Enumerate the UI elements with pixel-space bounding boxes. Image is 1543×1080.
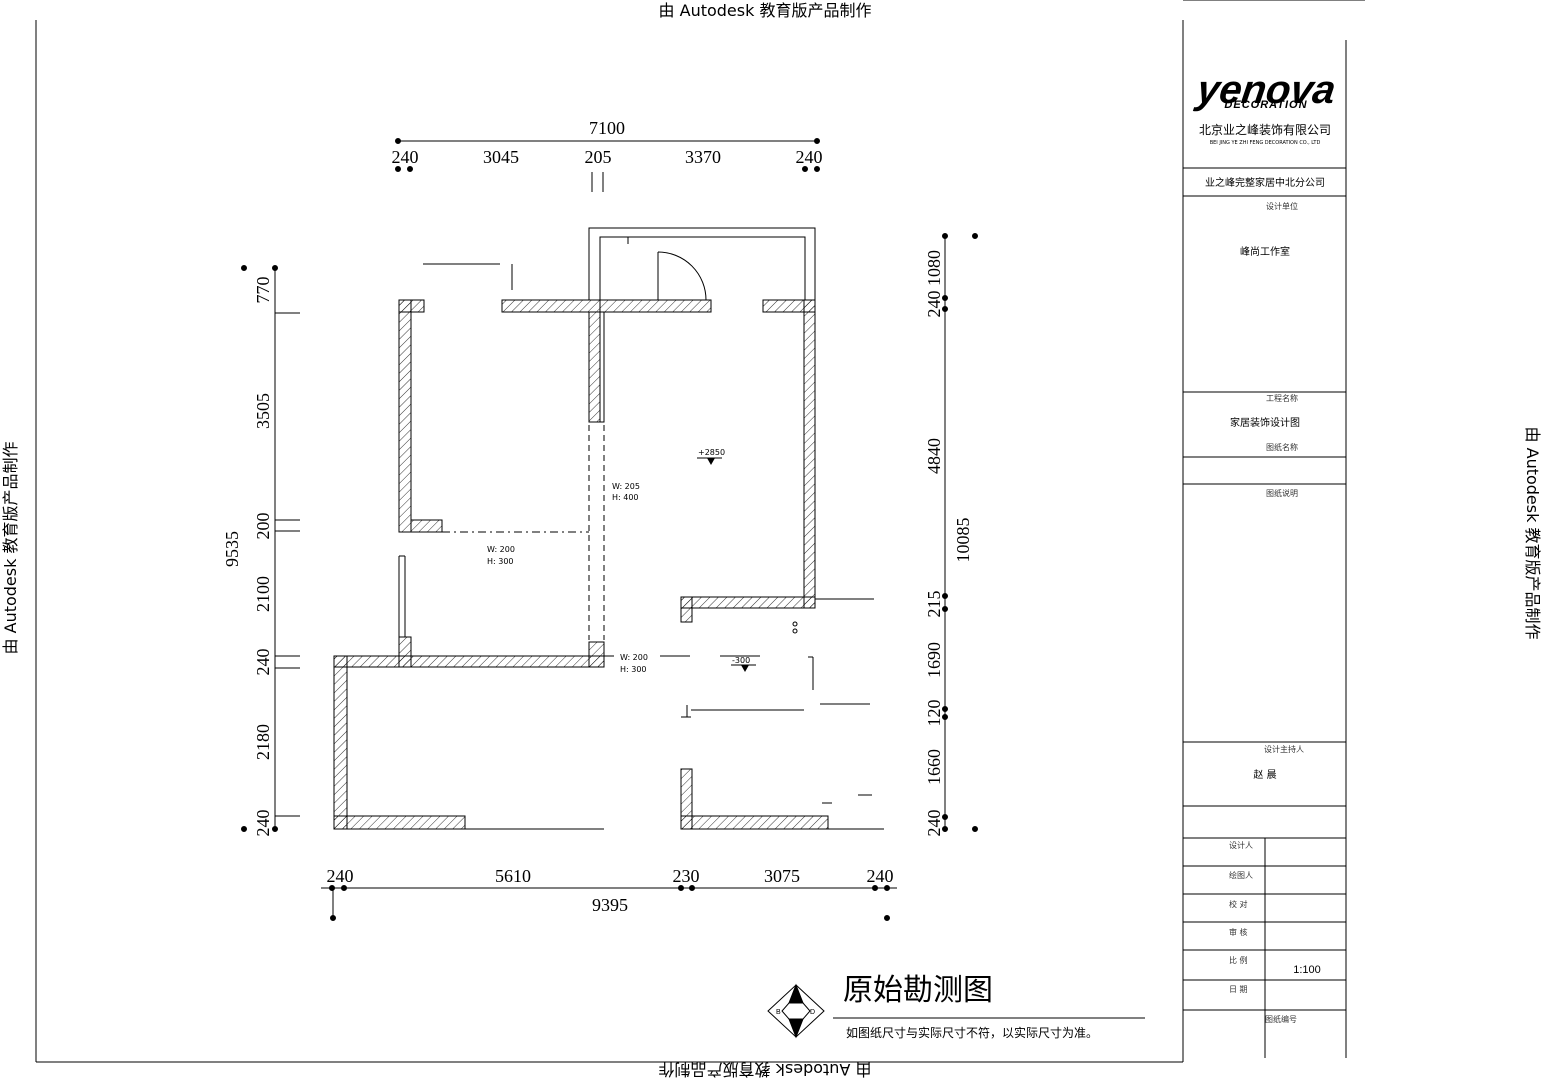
compass-icon (767, 983, 825, 1039)
right-total-dimension: 10085 (953, 518, 973, 563)
watermark-left: 由 Autodesk 教育版产品制作 (1, 442, 20, 655)
compass-a: A (794, 993, 799, 1000)
branch-name: 业之峰完整家居中北分公司 (1205, 176, 1325, 189)
project-label: 工程名称 (1266, 393, 1298, 403)
left-dim-1: 770 (253, 277, 273, 304)
left-total-dimension: 9535 (222, 531, 242, 567)
watermark-bottom: 由 Autodesk 教育版产品制作 (659, 1060, 872, 1079)
top-dim-3: 205 (585, 147, 612, 167)
right-dim-3: 4840 (924, 438, 944, 474)
top-dim-2: 3045 (483, 147, 519, 167)
bottom-dim-1: 240 (327, 866, 354, 886)
company-logo: yenova (1192, 67, 1338, 112)
top-dim-5: 240 (796, 147, 823, 167)
left-dim-2: 3505 (253, 393, 273, 429)
left-dim-3: 200 (253, 513, 273, 540)
opening-2-width: W: 200 (487, 545, 515, 554)
drawing-title-label: 图纸名称 (1266, 442, 1298, 452)
right-dimensions (942, 233, 978, 832)
drawing-title: 原始勘测图 (843, 973, 993, 1008)
level-high-label: +2850 (698, 448, 725, 457)
top-dimensions (395, 138, 820, 192)
row-scale: 比 例 (1229, 955, 1248, 965)
company-name: 北京业之峰装饰有限公司 (1199, 123, 1331, 137)
left-dim-6: 2180 (253, 724, 273, 760)
bottom-total-dimension: 9395 (592, 895, 628, 915)
opening-2-height: H: 300 (487, 557, 514, 566)
thin-lines (398, 227, 884, 830)
bottom-dim-5: 240 (867, 866, 894, 886)
walls (333, 299, 829, 830)
right-dim-5: 1690 (924, 642, 944, 678)
drawing-type: 家居装饰设计图 (1230, 416, 1300, 429)
title-block (1183, 40, 1347, 1058)
row-date: 日 期 (1229, 985, 1248, 994)
left-dim-5: 240 (253, 649, 273, 676)
watermark-top: 由 Autodesk 教育版产品制作 (659, 1, 872, 20)
row-drafter: 绘图人 (1229, 870, 1253, 880)
opening-1-width: W: 205 (612, 482, 640, 491)
bottom-dim-2: 5610 (495, 866, 531, 886)
designer-name: 赵 晨 (1253, 768, 1276, 781)
row-reviewer: 审 核 (1229, 927, 1248, 937)
right-dim-6: 120 (924, 700, 944, 727)
compass-d: D (810, 1009, 815, 1016)
right-dim-4: 215 (924, 591, 944, 618)
top-dim-4: 3370 (685, 147, 721, 167)
studio-label: 设计单位 (1266, 201, 1298, 211)
studio-name: 峰尚工作室 (1240, 245, 1290, 258)
level-markers: +2850 -300 (697, 448, 756, 672)
watermark-right: 由 Autodesk 教育版产品制作 (1523, 427, 1542, 640)
designer-label: 设计主持人 (1264, 744, 1304, 754)
compass-c: C (794, 1026, 799, 1033)
description-label: 图纸说明 (1266, 488, 1298, 498)
row-drawing-no: 图纸编号 (1265, 1014, 1297, 1024)
right-dim-7: 1660 (924, 749, 944, 785)
top-total-dimension: 7100 (589, 118, 625, 138)
top-dim-1: 240 (392, 147, 419, 167)
drawing-note: 如图纸尺寸与实际尺寸不符，以实际尺寸为准。 (846, 1025, 1098, 1040)
opening-1-height: H: 400 (612, 493, 639, 502)
row-designer: 设计人 (1229, 840, 1253, 850)
level-low-label: -300 (732, 656, 750, 665)
opening-3-width: W: 200 (620, 653, 648, 662)
left-dim-7: 240 (253, 810, 273, 837)
right-dim-8: 240 (924, 810, 944, 837)
bottom-dim-4: 3075 (764, 866, 800, 886)
bottom-dim-3: 230 (673, 866, 700, 886)
company-name-en: BEI JING YE ZHI FENG DECORATION CO., LTD (1210, 140, 1321, 146)
opening-annotations: W: 205 H: 400 W: 200 H: 300 W: 200 H: 30… (487, 482, 648, 674)
bottom-dimensions (321, 885, 897, 921)
company-logo-sub: DECORATION (1224, 99, 1307, 111)
right-dim-1: 1080 (924, 250, 944, 286)
scale-value: 1:100 (1293, 964, 1321, 976)
right-dim-2: 240 (924, 291, 944, 318)
compass-b: B (776, 1009, 781, 1016)
opening-3-height: H: 300 (620, 665, 647, 674)
left-dim-4: 2100 (253, 576, 273, 612)
drawing-frame (35, 0, 1365, 1063)
row-checker: 校 对 (1229, 899, 1248, 909)
left-dimensions (241, 265, 300, 832)
